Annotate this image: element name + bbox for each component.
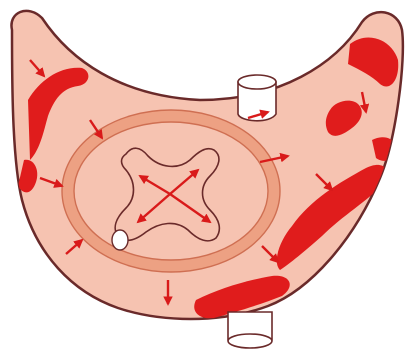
- bottom-tube: [228, 312, 272, 348]
- left-stub: [112, 230, 128, 250]
- top-tube: [238, 75, 276, 121]
